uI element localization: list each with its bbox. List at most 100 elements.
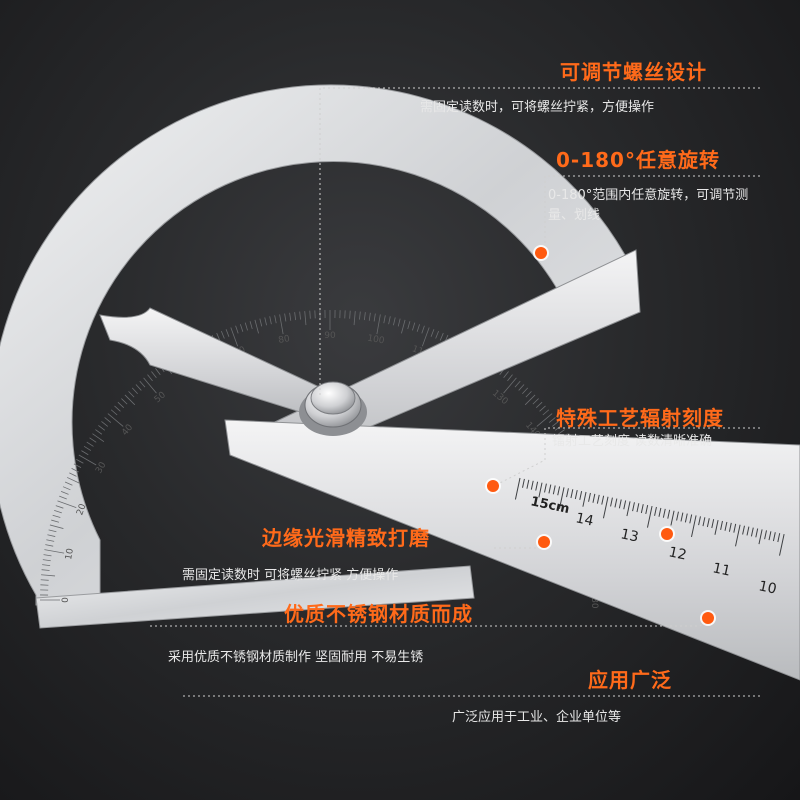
protractor-tick [48, 529, 57, 533]
protractor-tick [421, 325, 425, 334]
protractor-tick [78, 454, 97, 466]
protractor-tick [52, 514, 61, 518]
protractor-tick [349, 310, 351, 319]
protractor-tick [421, 327, 430, 347]
ruler-tick [676, 511, 679, 521]
protractor-tick [536, 413, 553, 427]
protractor-tick [254, 319, 259, 334]
ruler-tick [658, 507, 662, 517]
ruler-tick [728, 522, 732, 532]
arm-pointer-end [99, 307, 331, 421]
ruler-tick [689, 514, 693, 524]
protractor-tick [368, 312, 371, 321]
protractor-tick [86, 441, 94, 447]
protractor-tick [43, 554, 52, 557]
ruler-tick [702, 517, 706, 527]
ruler-tick [636, 503, 640, 513]
ruler-tick [646, 505, 653, 528]
ruler-tick [601, 495, 605, 505]
protractor-tick [81, 450, 89, 456]
ruler-label: 10 [757, 578, 778, 597]
ruler-tick [706, 518, 710, 528]
protractor-tick [139, 380, 146, 388]
ruler-tick [714, 519, 719, 535]
protractor-tick [284, 313, 287, 322]
ruler-tick [632, 502, 635, 512]
protractor-tick [373, 313, 376, 322]
feature-2: 0-180°任意旋转 [556, 144, 720, 173]
ruler-tick [574, 490, 578, 500]
feature-3-desc: 镭射工艺刻度 读数清晰准确 [552, 434, 713, 449]
protractor-tick [44, 549, 65, 554]
protractor-tick [522, 387, 529, 395]
protractor-tick [269, 316, 272, 325]
protractor-tick [62, 486, 71, 491]
ruler-tick [570, 489, 574, 499]
ruler-tick [588, 492, 591, 502]
ruler-label: 13 [619, 526, 640, 545]
protractor-tick [143, 377, 157, 394]
protractor-tick [401, 319, 406, 334]
ruler-tick [779, 534, 785, 556]
feature-3: 特殊工艺辐射刻度 [556, 402, 724, 431]
protractor-tick [47, 534, 56, 537]
protractor-tick [393, 317, 396, 326]
protractor-tick [435, 330, 440, 339]
protractor-tick [121, 398, 128, 405]
protractor-tick [407, 321, 411, 330]
protractor-tick [539, 405, 546, 412]
protractor-label: 30 [94, 460, 109, 475]
protractor-tick [57, 500, 77, 509]
ruler-tick [623, 500, 627, 510]
protractor-tick [525, 391, 532, 398]
protractor-tick [76, 459, 84, 464]
protractor-tick [49, 524, 64, 529]
protractor-tick [249, 321, 253, 330]
ruler-tick [772, 532, 776, 542]
feature-5-desc: 采用优质不锈钢材质制作 坚固耐用 不易生锈 [168, 650, 424, 665]
feature-title: 优质不锈钢材质而成 [284, 602, 473, 626]
ruler-tick [602, 496, 609, 519]
protractor-tick [259, 318, 263, 327]
marker-dot [535, 247, 547, 259]
ruler-tick [579, 490, 583, 501]
ruler-tick [626, 501, 631, 517]
protractor-label: 80 [278, 334, 291, 346]
feature-title: 边缘光滑精致打磨 [262, 526, 430, 550]
ruler-tick [640, 504, 644, 514]
protractor-tick [299, 311, 301, 320]
ruler-tick [691, 515, 697, 538]
protractor-tick [416, 324, 420, 332]
protractor-label: 50 [153, 390, 168, 405]
ruler-tick [764, 530, 767, 540]
ruler-label: 12 [667, 544, 688, 563]
protractor-tick [104, 417, 112, 423]
protractor-tick [359, 311, 361, 320]
protractor-tick [309, 310, 311, 319]
protractor-tick [135, 384, 142, 391]
protractor-tick [535, 401, 543, 408]
feature-title: 0-180°任意旋转 [556, 148, 720, 172]
ruler-label: 14 [574, 510, 595, 529]
protractor-tick [124, 394, 136, 406]
marker-dot [487, 480, 499, 492]
protractor-tick [532, 398, 539, 405]
protractor-tick [51, 519, 60, 523]
protractor-label: 20 [75, 502, 88, 516]
ruler-tick [680, 512, 684, 522]
protractor-tick [542, 409, 550, 416]
protractor-tick [151, 371, 157, 379]
protractor-tick [230, 327, 239, 347]
protractor-tick [430, 329, 435, 337]
protractor-tick [155, 368, 161, 376]
marker-dot [661, 528, 673, 540]
protractor-tick [71, 467, 79, 473]
protractor-tick [59, 495, 67, 500]
protractor-tick [507, 374, 513, 382]
protractor-tick [73, 463, 82, 468]
ruler-tick [618, 499, 622, 509]
protractor-tick [376, 314, 381, 335]
ruler-tick [684, 513, 688, 523]
protractor-tick [114, 405, 121, 412]
